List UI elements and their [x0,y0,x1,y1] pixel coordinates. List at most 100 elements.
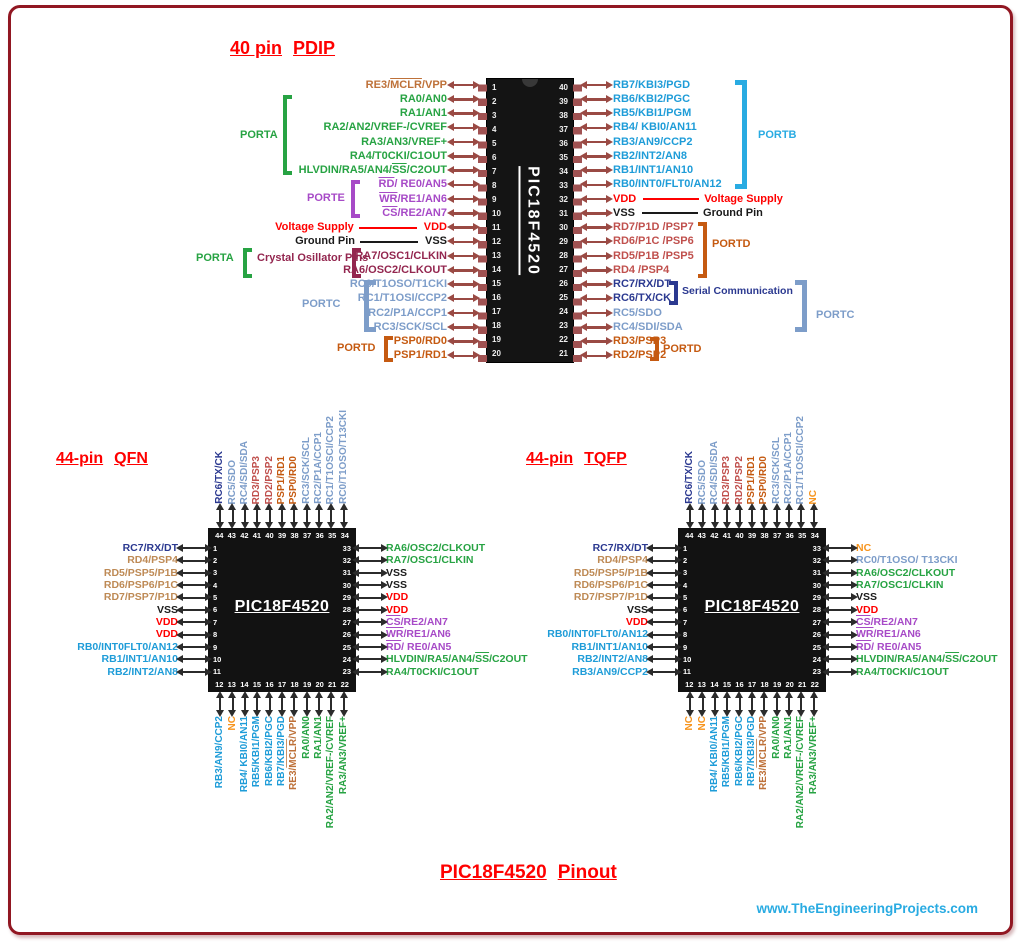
pdip-right-pin-stubs [573,79,582,362]
bidirectional-arrow-icon [580,152,613,160]
bidirectional-arrow-icon [447,266,480,274]
pin-number: 22 [810,680,819,689]
bidirectional-arrow-icon [822,630,858,639]
pin-label: RA3/AN3/VREF+ [337,716,349,795]
pin-label: HLVDIN/RA5/AN4/SS/C2OUT [386,653,528,666]
pin-number: 15 [252,680,262,689]
bidirectional-arrow-icon [447,81,480,88]
pin-number: 32 [342,556,351,566]
bidirectional-arrow-icon [176,581,212,590]
pin-number: 23 [559,320,568,330]
bidirectional-arrow-icon [228,503,237,529]
pin-label: RB4/ KBI0/AN11 [613,121,697,134]
pin-label: RB2/INT2/AN8 [577,653,648,666]
pin-label: RB6/KBI2/PGC [263,716,275,787]
pin-number: 36 [315,531,324,540]
pin-function-note: Voltage Supply [704,192,783,205]
pin-label: RC7/RX/DT [592,541,648,554]
pin-number: 24 [559,306,568,316]
pin-label: RC5/SDO [696,459,708,504]
pin-label: RD3/PSP3 [251,455,263,504]
pin-row: RD4 /PSP4 [580,263,982,277]
crystal-oscillator-label: Crystal Osillator Pins [257,252,369,264]
pin-row: HLVDIN/RA5/AN4/SS/C2OUT [352,653,554,666]
pin-row: CS/RE2/AN7 [352,616,554,628]
pin-number: 26 [812,630,821,640]
pin-label: RD3/PSP3 [721,455,733,504]
pin-number: 28 [559,250,568,260]
pin-label: VDD [423,221,447,234]
bidirectional-arrow-icon [580,280,613,288]
bidirectional-arrow-icon [176,568,212,577]
bidirectional-arrow-icon [447,237,480,245]
bidirectional-arrow-icon [698,691,707,717]
pin-number: 44 [685,531,694,540]
bidirectional-arrow-icon [580,337,613,345]
pin-label: RE3/MCLR/VPP [288,716,300,790]
pin-number: 38 [559,111,568,121]
bidirectional-arrow-icon [447,337,480,345]
bidirectional-arrow-icon [747,691,756,717]
bidirectional-arrow-icon [352,630,388,639]
bidirectional-arrow-icon [176,655,212,664]
pin-number: 34 [340,531,349,540]
pin-number: 2 [492,97,497,107]
serial-communication-label: Serial Communication [682,285,793,297]
portd-bottom-bracket [650,337,659,361]
pin-label: RC4/SDI/SDA [708,440,720,504]
pin-number: 3 [683,568,688,578]
bidirectional-arrow-icon [797,691,806,717]
bidirectional-arrow-icon [735,691,744,717]
qfn-title-pincount: 44-pin [56,450,104,467]
pin-label: RD6/PSP6/P1C [103,579,178,591]
pin-label: RB2/INT2/AN8 [613,149,687,162]
pin-row: RC4/SDI/SDA [580,320,982,334]
website-link[interactable]: www.TheEngineeringProjects.com [756,901,978,916]
porte-group-label: PORTE [307,192,345,204]
pin-label: NC [226,716,238,731]
pin-label: RD/ RE0/AN5 [378,178,447,191]
pin-number: 5 [492,139,497,149]
pin-number: 32 [559,195,568,205]
pin-number: 17 [492,306,501,316]
pin-label: PSP1/RD1 [275,455,287,504]
pin-number: 22 [559,334,568,344]
pin-row: RC6/TX/CK [580,292,982,306]
bidirectional-arrow-icon [447,138,480,145]
pin-number: 35 [798,531,807,540]
pin-column: RC5/SDO [226,400,238,529]
pin-label: RB7/KBI3/PGD [613,78,691,91]
pin-column: RD3/PSP3 [251,400,263,529]
pin-label: RB1/INT1/AN10 [101,653,178,666]
bidirectional-arrow-icon [339,691,348,717]
pin-number: 4 [213,580,218,590]
pin-row: VDD [822,604,1024,616]
pin-row: RD5/PSP5/P1B [14,567,212,579]
bidirectional-arrow-icon [447,180,480,188]
bidirectional-arrow-icon [580,237,613,245]
pin-number: 3 [492,111,497,121]
pin-row: RC3/SCK/SCL [150,320,480,334]
pin-number: 20 [315,680,324,689]
pin-number: 2 [683,556,688,566]
bidirectional-arrow-icon [352,642,388,651]
bidirectional-arrow-icon [822,618,858,627]
chip-part-number: PIC18F4520 [518,165,542,276]
bidirectional-arrow-icon [822,655,858,664]
pin-label: RD5/P1B /PSP5 [613,249,694,262]
bidirectional-arrow-icon [290,691,299,717]
pin-label: RB7/KBI3/PGD [745,716,757,787]
pin-label: RC1/T1OSCI/CCP2 [795,415,807,504]
pin-number: 14 [240,680,249,689]
pin-number: 4 [683,580,688,590]
pin-label: RB1/INT1/AN10 [571,640,648,653]
bidirectional-arrow-icon [580,223,613,231]
pin-column: RC4/SDI/SDA [708,400,721,529]
pin-label: RD7/PSP7/P1D [103,591,178,604]
pin-row: RA3/AN3/VREF+ [150,135,480,149]
bidirectional-arrow-icon [822,667,858,676]
pin-number: 31 [342,568,351,578]
